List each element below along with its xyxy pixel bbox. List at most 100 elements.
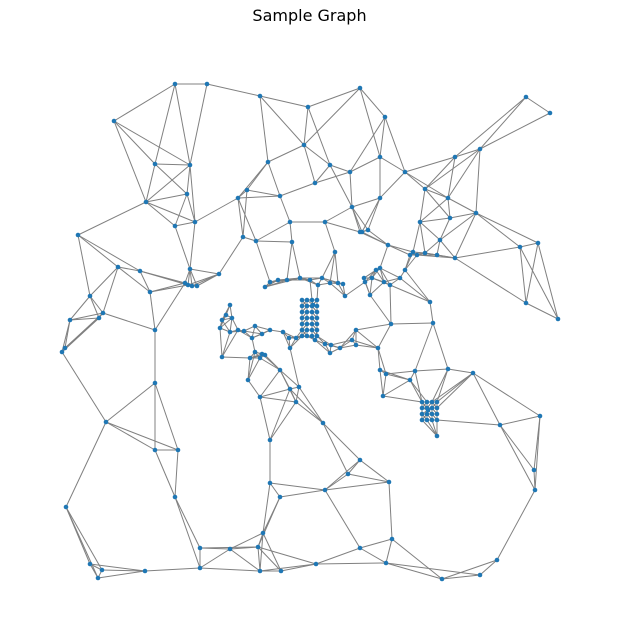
graph-node bbox=[96, 315, 102, 321]
graph-node bbox=[262, 284, 268, 290]
graph-edge bbox=[431, 368, 449, 403]
graph-edge bbox=[89, 266, 119, 297]
graph-edge bbox=[303, 144, 331, 166]
graph-edge bbox=[519, 242, 539, 248]
graph-node bbox=[477, 572, 483, 578]
graph-node bbox=[434, 252, 440, 258]
graph-node bbox=[327, 162, 333, 168]
graph-node bbox=[427, 299, 433, 305]
graph-edge bbox=[355, 323, 392, 331]
graph-edge bbox=[537, 242, 559, 320]
graph-edge bbox=[436, 372, 474, 409]
graph-node bbox=[184, 191, 190, 197]
graph-edge bbox=[145, 201, 196, 223]
graph-node bbox=[337, 345, 343, 351]
graph-node bbox=[223, 312, 229, 318]
graph-edge bbox=[385, 562, 481, 576]
graph-edge bbox=[149, 291, 156, 331]
graph-edge bbox=[316, 284, 319, 301]
graph-node bbox=[265, 159, 271, 165]
graph-node bbox=[314, 315, 320, 321]
chart-title: Sample Graph bbox=[252, 6, 367, 25]
graph-node bbox=[216, 271, 222, 277]
graph-node bbox=[439, 576, 445, 582]
graph-edge bbox=[329, 164, 353, 208]
graph-node bbox=[357, 85, 363, 91]
graph-node bbox=[100, 310, 106, 316]
graph-edge bbox=[257, 496, 281, 548]
graph-edge bbox=[154, 449, 176, 498]
graph-edge bbox=[404, 156, 456, 173]
graph-node bbox=[547, 110, 553, 116]
graph-edge bbox=[316, 335, 332, 346]
graph-edge bbox=[454, 212, 477, 259]
graph-node bbox=[252, 349, 258, 355]
graph-edge bbox=[337, 282, 346, 297]
graph-node bbox=[345, 471, 351, 477]
graph-node bbox=[59, 349, 65, 355]
graph-edge bbox=[269, 482, 281, 498]
graph-node bbox=[424, 405, 430, 411]
graph-edge bbox=[221, 319, 231, 333]
graph-node bbox=[452, 154, 458, 160]
graph-edge bbox=[269, 482, 326, 491]
graph-node bbox=[259, 331, 265, 337]
graph-node bbox=[115, 264, 121, 270]
graph-edge bbox=[221, 356, 251, 359]
graph-edge bbox=[472, 372, 501, 426]
graph-node bbox=[314, 303, 320, 309]
graph-edge bbox=[388, 481, 393, 540]
graph-node bbox=[309, 321, 315, 327]
graph-edge bbox=[426, 419, 438, 437]
graph-node bbox=[299, 333, 305, 339]
graph-node bbox=[280, 329, 286, 335]
graph-node bbox=[309, 309, 315, 315]
graph-edge bbox=[377, 347, 381, 371]
graph-edge bbox=[351, 339, 379, 349]
graph-edge bbox=[89, 563, 146, 572]
graph-node bbox=[434, 405, 440, 411]
graph-edge bbox=[101, 569, 146, 572]
graph-edge bbox=[289, 221, 293, 243]
graph-edge bbox=[432, 322, 449, 370]
graph-edge bbox=[189, 164, 196, 223]
graph-node bbox=[278, 568, 284, 574]
graph-node bbox=[257, 394, 263, 400]
graph-edge bbox=[351, 197, 381, 208]
graph-node bbox=[187, 266, 193, 272]
graph-edge bbox=[359, 87, 386, 118]
graph-node bbox=[289, 239, 295, 245]
graph-edge bbox=[259, 396, 271, 441]
graph-edge bbox=[174, 221, 196, 227]
graph-edge bbox=[89, 563, 99, 579]
graph-edge bbox=[424, 156, 456, 190]
graph-edge bbox=[475, 148, 481, 214]
graph-edge bbox=[385, 538, 393, 564]
graph-node bbox=[187, 162, 193, 168]
graph-node bbox=[319, 275, 325, 281]
graph-edge bbox=[77, 234, 119, 268]
graph-edge bbox=[139, 270, 151, 293]
graph-edge bbox=[324, 459, 361, 491]
graph-node bbox=[299, 309, 305, 315]
graph-edge bbox=[97, 570, 146, 579]
graph-node bbox=[419, 399, 425, 405]
graph-edge bbox=[187, 273, 220, 286]
graph-edge bbox=[221, 329, 239, 358]
graph-node bbox=[304, 315, 310, 321]
graph-edge bbox=[282, 331, 291, 349]
graph-edge bbox=[218, 236, 244, 275]
graph-edge bbox=[61, 351, 107, 423]
graph-node bbox=[152, 447, 158, 453]
graph-edge bbox=[439, 239, 456, 259]
graph-edge bbox=[259, 95, 309, 108]
graph-node bbox=[293, 399, 299, 405]
graph-node bbox=[322, 219, 328, 225]
graph-edge bbox=[344, 281, 366, 297]
graph-edge bbox=[259, 396, 297, 403]
graph-edge bbox=[186, 164, 191, 195]
graph-edge bbox=[145, 163, 156, 203]
graph-edge bbox=[321, 251, 336, 279]
graph-edge bbox=[387, 244, 411, 256]
graph-node bbox=[227, 546, 233, 552]
